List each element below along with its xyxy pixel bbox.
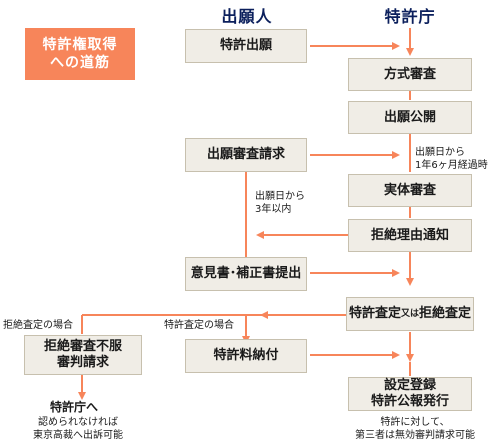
decision-reject: 拒絶査定 xyxy=(419,306,472,321)
note-opposition: 特許に対して、 第三者は無効審判請求可能 xyxy=(340,416,490,442)
note-rejection-case: 拒絶査定の場合 xyxy=(3,320,73,331)
note-request-line-2: 3年以内 xyxy=(255,204,292,215)
appeal-line-1: 拒絶審査不服 xyxy=(43,339,122,354)
column-heading-office: 特許庁 xyxy=(384,7,436,26)
registration-line-2: 特許公報発行 xyxy=(370,394,449,409)
box-registration: 設定登録 特許公報発行 xyxy=(348,377,472,411)
title-line-1: 特許権取得 xyxy=(42,37,118,53)
appeal-line-2: 審判請求 xyxy=(56,355,109,370)
decision-or: 又は xyxy=(400,309,419,319)
registration-line-1: 設定登録 xyxy=(383,378,436,393)
note-appeal-sub: 認められなければ 東京高裁へ出訴可能 xyxy=(33,416,123,442)
note-grant-case: 特許査定の場合 xyxy=(164,320,234,331)
box-rejection-reason: 拒絶理由通知 xyxy=(348,219,472,252)
note-request-line-1: 出願日から xyxy=(255,191,305,202)
box-exam-request: 出願審査請求 xyxy=(185,138,307,172)
note-request-deadline: 出願日から 3年以内 xyxy=(255,190,305,216)
box-substantive-exam: 実体審査 xyxy=(348,174,472,207)
box-appeal-request: 拒絶審査不服 審判請求 xyxy=(24,335,142,375)
box-patent-filing: 特許出願 xyxy=(185,29,307,63)
note-publication-line-1: 出願日から xyxy=(415,147,465,158)
box-opinion-amendment: 意見書･補正書提出 xyxy=(185,257,307,291)
note-appeal-sub-line-1: 認められなければ xyxy=(38,417,118,428)
note-opposition-line-2: 第三者は無効審判請求可能 xyxy=(355,430,475,441)
box-publication: 出願公開 xyxy=(348,101,472,134)
title-badge: 特許権取得 への道筋 xyxy=(25,28,135,80)
title-line-2: への道筋 xyxy=(50,55,110,71)
decision-grant: 特許査定 xyxy=(348,306,401,321)
note-publication-line-2: 1年6ヶ月経過時 xyxy=(415,160,488,171)
box-formality-exam: 方式審査 xyxy=(348,58,472,91)
note-appeal-sub-line-2: 東京高裁へ出訴可能 xyxy=(33,430,123,441)
note-publication-timing: 出願日から 1年6ヶ月経過時 xyxy=(415,146,488,172)
box-decision: 特許査定又は拒絶査定 xyxy=(346,297,474,331)
note-opposition-line-1: 特許に対して、 xyxy=(380,417,450,428)
column-heading-applicant: 出願人 xyxy=(221,7,273,26)
box-fee-payment: 特許料納付 xyxy=(185,339,307,373)
note-appeal-to-office: 特許庁へ xyxy=(50,400,99,414)
